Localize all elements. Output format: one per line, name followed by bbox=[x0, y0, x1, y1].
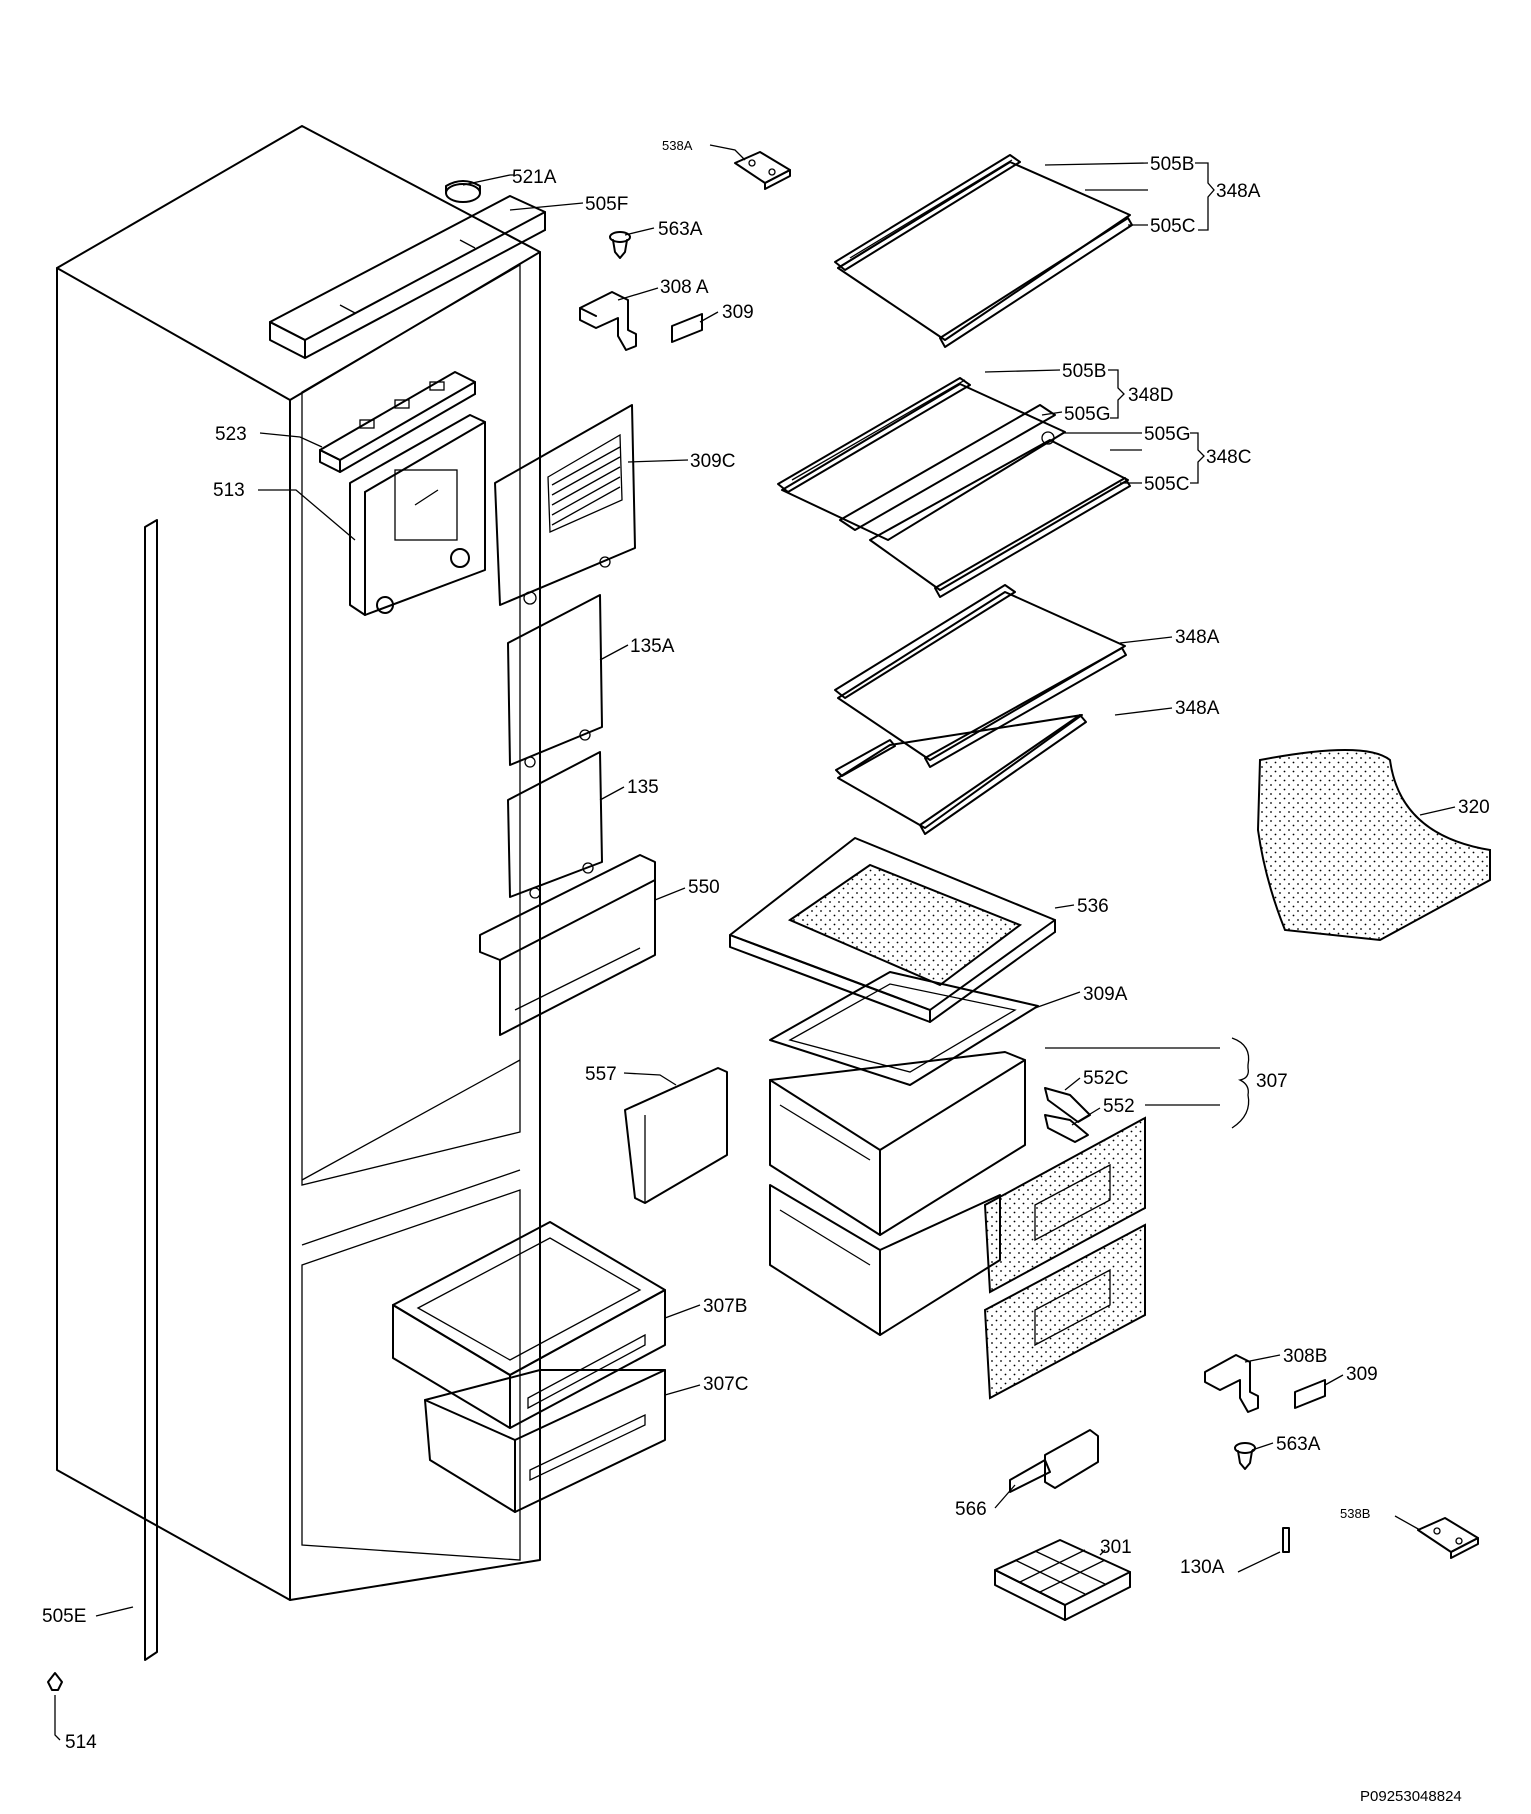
part-538b bbox=[1417, 1517, 1479, 1559]
label-505g-2: 505G bbox=[1144, 424, 1190, 445]
part-135a bbox=[507, 594, 603, 768]
part-523 bbox=[319, 371, 476, 473]
part-135 bbox=[507, 751, 603, 899]
callout-labels: 521A 505F 563A 308 A 309 538A 523 513 30… bbox=[42, 138, 1490, 1805]
part-538a bbox=[734, 151, 791, 190]
part-308a bbox=[579, 291, 637, 351]
label-309-bottom: 309 bbox=[1346, 1364, 1378, 1385]
part-348a-shelf-1 bbox=[834, 154, 1133, 348]
label-538b: 538B bbox=[1340, 1506, 1370, 1521]
label-130a: 130A bbox=[1180, 1557, 1225, 1578]
label-135a: 135A bbox=[630, 636, 675, 657]
part-348a-shelf-3 bbox=[835, 714, 1087, 835]
part-307c bbox=[424, 1369, 666, 1513]
part-drawer-front-lower bbox=[983, 1223, 1146, 1400]
label-505c-2: 505C bbox=[1144, 474, 1189, 495]
label-320: 320 bbox=[1458, 797, 1490, 818]
part-307-lower-drawer bbox=[769, 1184, 1001, 1336]
part-536 bbox=[729, 837, 1056, 1023]
part-563a-top bbox=[609, 231, 631, 259]
part-505e bbox=[144, 519, 158, 1661]
part-513 bbox=[349, 414, 486, 616]
label-348d: 348D bbox=[1128, 385, 1173, 406]
part-550 bbox=[479, 854, 656, 1036]
part-309-bottom bbox=[1294, 1379, 1326, 1409]
part-130a bbox=[1282, 1527, 1290, 1553]
part-514 bbox=[47, 1672, 63, 1691]
label-301: 301 bbox=[1100, 1537, 1132, 1558]
label-566: 566 bbox=[955, 1499, 987, 1520]
leader-lines bbox=[54, 144, 1456, 1741]
label-309-top: 309 bbox=[722, 302, 754, 323]
label-505c-1: 505C bbox=[1150, 216, 1195, 237]
label-135: 135 bbox=[627, 777, 659, 798]
part-307b bbox=[392, 1221, 666, 1429]
label-308a: 308 A bbox=[660, 277, 709, 298]
label-309a: 309A bbox=[1083, 984, 1128, 1005]
label-538a: 538A bbox=[662, 138, 693, 153]
label-307c: 307C bbox=[703, 1374, 748, 1395]
label-557: 557 bbox=[585, 1064, 617, 1085]
part-348c-shelf bbox=[869, 431, 1131, 598]
label-348c: 348C bbox=[1206, 447, 1251, 468]
part-308b bbox=[1204, 1354, 1259, 1413]
label-348a-3: 348A bbox=[1175, 698, 1220, 719]
cabinet-body bbox=[56, 125, 541, 1601]
part-301 bbox=[994, 1539, 1131, 1621]
part-552 bbox=[1044, 1114, 1089, 1143]
part-309a bbox=[769, 971, 1039, 1086]
label-552c: 552C bbox=[1083, 1068, 1128, 1089]
label-505b-1: 505B bbox=[1150, 154, 1194, 175]
label-505b-2: 505B bbox=[1062, 361, 1106, 382]
label-550: 550 bbox=[688, 877, 720, 898]
label-309c: 309C bbox=[690, 451, 735, 472]
label-307: 307 bbox=[1256, 1071, 1288, 1092]
part-552c bbox=[1044, 1087, 1091, 1123]
label-523: 523 bbox=[215, 424, 247, 445]
part-drawer-front-upper bbox=[983, 1116, 1146, 1294]
part-309-top bbox=[671, 313, 703, 343]
part-348d-shelf bbox=[777, 377, 1066, 541]
part-505f bbox=[269, 195, 546, 359]
label-536: 536 bbox=[1077, 896, 1109, 917]
label-348a-2: 348A bbox=[1175, 627, 1220, 648]
label-308b: 308B bbox=[1283, 1346, 1327, 1367]
label-307b: 307B bbox=[703, 1296, 747, 1317]
label-505f: 505F bbox=[585, 194, 628, 215]
label-563a-top: 563A bbox=[658, 219, 703, 240]
part-320 bbox=[1256, 749, 1491, 942]
label-521a: 521A bbox=[512, 167, 557, 188]
label-505e: 505E bbox=[42, 1606, 86, 1627]
label-514: 514 bbox=[65, 1732, 97, 1753]
label-513: 513 bbox=[213, 480, 245, 501]
part-348a-shelf-2 bbox=[834, 584, 1127, 768]
label-563a-bottom: 563A bbox=[1276, 1434, 1321, 1455]
part-557 bbox=[624, 1067, 728, 1204]
part-566 bbox=[1009, 1429, 1099, 1493]
label-348a-1: 348A bbox=[1216, 181, 1261, 202]
part-307-upper-drawer bbox=[769, 1051, 1026, 1236]
document-code: P09253048824 bbox=[1360, 1788, 1462, 1805]
label-552: 552 bbox=[1103, 1096, 1135, 1117]
part-521a bbox=[445, 180, 481, 203]
part-309c bbox=[494, 404, 636, 606]
label-505g-1: 505G bbox=[1064, 404, 1110, 425]
part-563a-bottom bbox=[1234, 1442, 1256, 1470]
